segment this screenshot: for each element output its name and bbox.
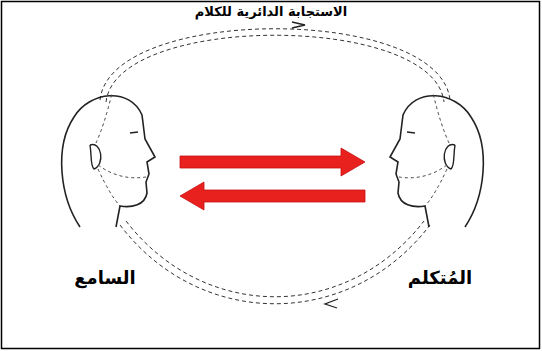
top-loop (100, 29, 450, 100)
person-head: المُتكلم (385, 85, 495, 288)
bottom-loop-inner (126, 221, 424, 297)
diagram-title: الاستجابة الدائرية للكلام (0, 4, 542, 19)
head-line (98, 165, 146, 178)
role-label: المُتكلم (385, 267, 495, 288)
bottom-loop (120, 225, 430, 304)
head-line (96, 93, 112, 143)
top-loop-inner (106, 35, 444, 102)
head-line (390, 96, 483, 227)
head-line (399, 165, 447, 178)
head-line (425, 169, 447, 206)
loop-arrow (292, 22, 305, 28)
head-line (62, 96, 155, 227)
head-line (98, 169, 120, 206)
flow-arrow (180, 148, 365, 176)
head-illustration (385, 85, 495, 235)
head-illustration (50, 85, 160, 235)
person-head: السامع (50, 85, 160, 288)
head-line (130, 132, 138, 133)
head-line (433, 93, 449, 143)
loop-arrow (325, 299, 338, 308)
role-label: السامع (50, 267, 160, 288)
flow-arrow (180, 182, 365, 210)
head-line (407, 132, 415, 133)
